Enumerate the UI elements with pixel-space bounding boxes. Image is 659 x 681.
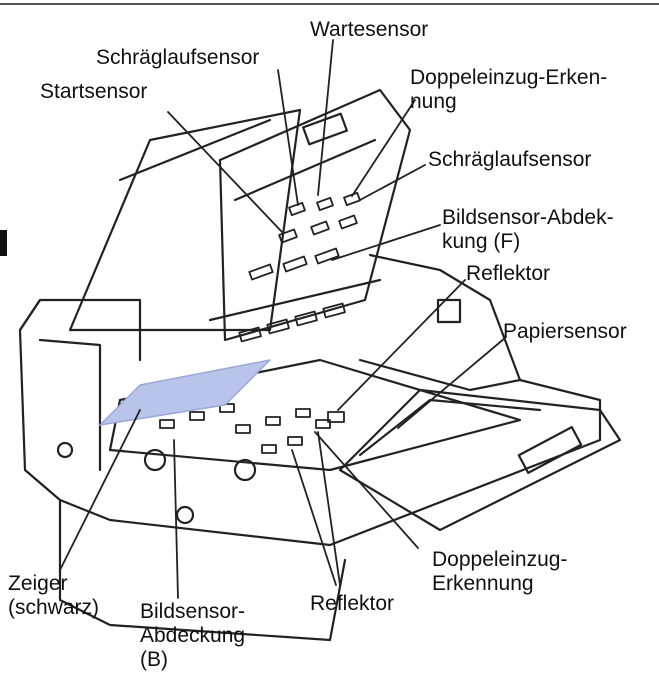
lid-sensor-panel: [218, 88, 412, 342]
side-button: [56, 441, 74, 459]
label-reflektor-bottom: Reflektor: [310, 592, 395, 615]
top-border-line: [0, 3, 659, 5]
label-zeiger: Zeiger (schwarz): [8, 572, 100, 619]
lower-sensor-windows: [159, 403, 345, 454]
paper-tray-inner: [358, 398, 542, 457]
lid-back-panel: [68, 108, 302, 332]
paper-tray: [338, 388, 622, 532]
roller-right: [233, 458, 257, 482]
label-doppeleinzug-top: Doppeleinzug-Erken- nung: [410, 66, 608, 113]
side-knob: [175, 505, 195, 525]
lid-hinge: [208, 278, 382, 322]
label-schraeglaufsensor-top: Schräglaufsensor: [96, 46, 260, 69]
scanner-base-front: [58, 498, 347, 642]
label-reflektor-top: Reflektor: [466, 262, 551, 285]
label-bildsensor-f: Bildsensor-Abdek- kung (F): [442, 206, 614, 253]
label-schraeglaufsensor-right: Schräglaufsensor: [428, 148, 592, 171]
tray-slot: [517, 425, 583, 475]
lid-sensor-inner: [233, 138, 377, 202]
lid-back-edge: [118, 118, 272, 182]
lower-paper-plate: [108, 358, 522, 472]
leader-lines: [59, 39, 506, 599]
scanner-base: [18, 298, 602, 547]
label-papiersensor: Papiersensor: [503, 320, 627, 343]
scanner-left-inner: [38, 338, 102, 472]
back-plate-window: [436, 298, 462, 324]
edge-mark: [0, 230, 7, 256]
label-wartesensor: Wartesensor: [310, 18, 429, 41]
label-doppeleinzug-bottom: Doppeleinzug- Erkennung: [432, 548, 568, 595]
pointer-strip: [99, 359, 271, 426]
lid-window: [302, 112, 348, 146]
back-plate: [358, 253, 522, 392]
lid-sensor-windows: [238, 191, 361, 343]
label-bildsensor-b: Bildsensor- Abdeckung (B): [140, 600, 246, 671]
roller-left: [143, 448, 167, 472]
label-startsensor: Startsensor: [40, 80, 148, 103]
